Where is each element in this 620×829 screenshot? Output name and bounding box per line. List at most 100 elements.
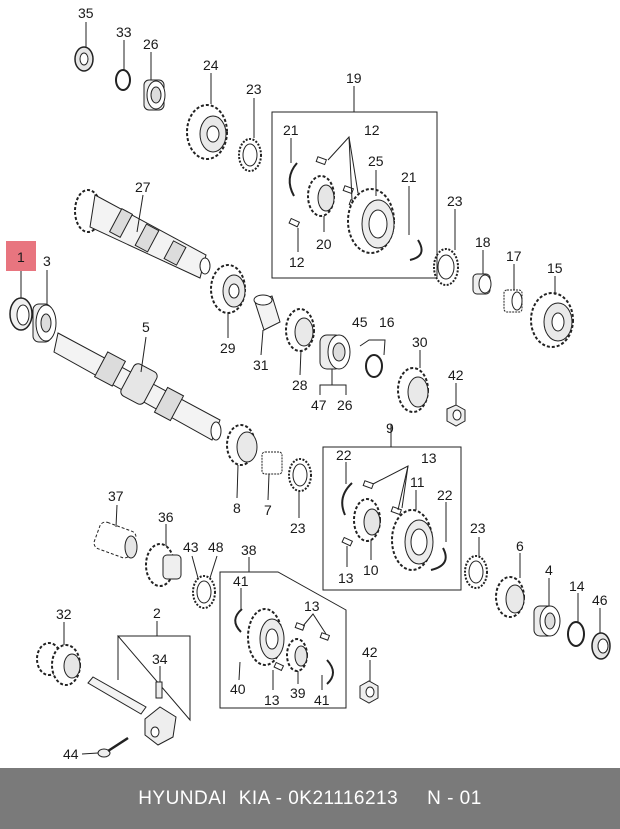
transmission-exploded-diagram: 35 33 26 24 23 19 21 12 25 21 20 12 27 1… [6,5,611,762]
bolt-44 [97,736,129,758]
label-23-top: 23 [246,81,262,97]
label-44: 44 [63,746,79,762]
label-26-top: 26 [143,36,159,52]
gear-24 [186,104,228,160]
label-30: 30 [412,334,428,350]
synchro-ring-23-lower [288,458,312,492]
synchro-ring-43-48 [192,575,216,609]
label-29: 29 [220,340,236,356]
label-13-lower: 13 [338,570,354,586]
label-47: 47 [311,397,327,413]
bearing-3 [32,303,57,343]
bearing-4 [533,605,561,637]
label-46: 46 [592,592,608,608]
gear-15 [530,292,574,348]
label-23-mid: 23 [447,193,463,209]
label-4: 4 [545,562,553,578]
label-6: 6 [516,538,524,554]
assembly-box-38 [219,571,347,709]
label-38: 38 [241,542,257,558]
nut-42-top [446,404,466,427]
label-12-lower: 12 [289,254,305,270]
gear-6 [495,576,525,618]
label-10: 10 [363,562,379,578]
key-12-lower [288,217,301,228]
bearing-race-1 [9,297,33,331]
label-25: 25 [368,153,384,169]
key-13-top [362,480,403,516]
label-2: 2 [153,605,161,621]
washer-16 [365,354,383,378]
label-35: 35 [78,5,94,21]
bearing-26-47 [319,334,351,370]
washer-14 [567,621,585,647]
key-13-lower [341,536,354,547]
snap-ring-22-right [430,547,447,571]
snap-ring-22-left [341,482,353,516]
label-19: 19 [346,70,362,86]
label-23-lower: 23 [290,520,306,536]
label-42-top: 42 [448,367,464,383]
sleeve-40 [247,608,285,666]
gear-30 [397,367,429,413]
label-22-right: 22 [437,487,453,503]
gear-29 [210,264,246,314]
label-23-right: 23 [470,520,486,536]
snap-ring-41-right [326,659,334,685]
label-40: 40 [230,681,246,697]
snap-ring-21-left [288,162,298,197]
sleeve-25 [347,188,395,254]
label-20: 20 [316,236,332,252]
ring-18 [472,273,492,295]
synchro-ring-23-top [238,138,262,172]
seal-35 [74,46,94,72]
label-34: 34 [152,651,168,667]
label-24: 24 [203,57,219,73]
main-shaft-5 [53,332,222,441]
label-13-38b: 13 [264,692,280,708]
sleeve-11 [391,509,434,571]
label-41-top: 41 [233,573,249,589]
label-26-mid: 26 [337,397,353,413]
label-5: 5 [142,319,150,335]
label-21-left: 21 [283,122,299,138]
synchro-hub-39 [286,638,308,672]
needle-bearing-7 [261,451,283,475]
assembly-box-9 [322,446,462,591]
label-31: 31 [253,357,269,373]
label-18: 18 [475,234,491,250]
label-21-right: 21 [401,169,417,185]
label-11: 11 [410,474,425,490]
input-shaft-27 [74,189,211,279]
pin-34 [155,681,163,699]
label-9: 9 [386,420,394,436]
label-32: 32 [56,606,72,622]
label-3: 3 [43,253,51,269]
seal-46 [591,632,611,660]
label-13-38: 13 [304,598,320,614]
reverse-gear-32 [36,642,81,686]
key-13-38 [294,622,331,641]
label-15: 15 [547,260,563,276]
label-37: 37 [108,488,124,504]
key-13-38b [273,661,285,672]
synchro-hub-20 [307,175,335,217]
label-36: 36 [158,509,174,525]
snap-ring-33 [115,69,131,91]
label-43: 43 [183,539,199,555]
counter-gear-37 [93,521,138,559]
bearing-26-top [143,79,166,111]
gear-28 [285,308,315,352]
shift-block [144,706,177,746]
label-27: 27 [135,179,151,195]
label-16: 16 [379,314,395,330]
label-33: 33 [116,24,132,40]
synchro-hub-10 [353,498,381,542]
label-45: 45 [352,314,368,330]
snap-ring-41-left [234,608,243,633]
label-8: 8 [233,500,241,516]
gear-8 [226,424,258,466]
label-12-top: 12 [364,122,380,138]
gear-36 [145,543,182,587]
